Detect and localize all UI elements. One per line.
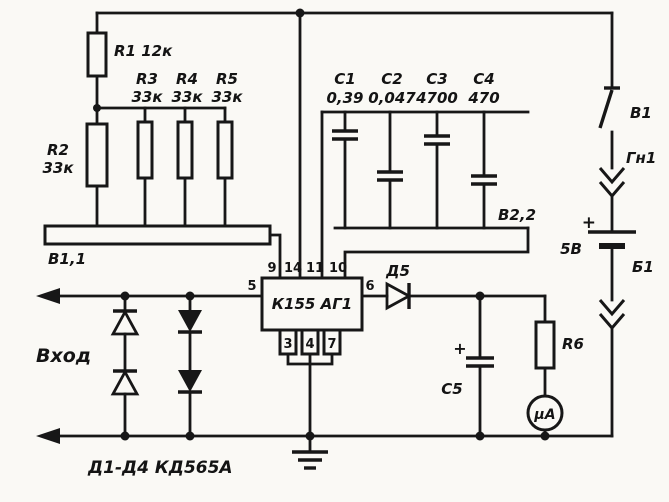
label-c5: С5 xyxy=(441,380,462,398)
junction-dot xyxy=(305,431,315,441)
label-r1: R1 12к xyxy=(114,42,173,60)
resistor-r5 xyxy=(216,120,234,180)
label-r4-value: 33к xyxy=(171,88,203,106)
label-r4-name: R4 xyxy=(176,70,198,88)
arrow-input-top xyxy=(36,288,60,304)
wire-b11-to-pin9 xyxy=(268,233,282,280)
label-c5-plus: + xyxy=(453,339,466,358)
diode-d2 xyxy=(110,369,140,396)
diode-d1 xyxy=(110,309,140,336)
label-pin5: 5 xyxy=(247,279,256,294)
label-meter: μА xyxy=(533,407,555,423)
label-b22: В2,2 xyxy=(498,206,536,224)
diode-d3 xyxy=(178,310,202,332)
capacitor-c1 xyxy=(332,129,358,141)
ic-pin3-box xyxy=(278,328,298,356)
label-pin14: 14 xyxy=(284,261,302,276)
junction-dot xyxy=(120,431,130,441)
capacitors xyxy=(332,129,497,368)
wire-b22-to-pin10 xyxy=(343,226,530,280)
label-input: Вход xyxy=(36,345,91,367)
diode-d4 xyxy=(178,370,202,392)
resistor-r6 xyxy=(534,320,556,370)
label-b11: В1,1 xyxy=(48,250,86,268)
label-r5-name: R5 xyxy=(216,70,238,88)
jack-lower-chevron-1 xyxy=(598,299,626,317)
label-gn1: Гн1 xyxy=(626,149,656,167)
label-c1-value: 0,39 xyxy=(326,89,363,107)
label-r6: R6 xyxy=(562,335,584,353)
junction-dot xyxy=(540,431,550,441)
label-r3-value: 33к xyxy=(131,88,163,106)
jack-gn1 xyxy=(598,167,626,199)
junction-dot xyxy=(295,8,305,18)
resistor-r2 xyxy=(85,122,109,188)
capacitor-c3 xyxy=(424,134,450,146)
label-c2-value: 0,047 xyxy=(368,89,416,107)
label-pin7: 7 xyxy=(327,337,336,352)
switch-b1-blade xyxy=(598,89,614,129)
diode-d5 xyxy=(385,281,412,311)
resistors xyxy=(85,31,556,370)
junction-dot xyxy=(185,291,195,301)
protection-diodes xyxy=(110,309,202,396)
resistor-r3 xyxy=(136,120,154,180)
capacitor-c4 xyxy=(471,174,497,186)
label-r3-name: R3 xyxy=(136,70,158,88)
diode-d5-group xyxy=(385,281,412,311)
ic-pin7-box xyxy=(322,328,342,356)
label-r2-value: 33к xyxy=(42,159,74,177)
resistor-r1 xyxy=(86,31,108,78)
switch-b1 xyxy=(598,86,620,129)
label-pin6: 6 xyxy=(365,279,374,294)
jack-gn1-chevron-2 xyxy=(598,181,626,199)
jack-lower-chevron-2 xyxy=(598,313,626,331)
label-pin3: 3 xyxy=(283,337,292,352)
label-b1-switch: В1 xyxy=(630,104,652,122)
label-pin4: 4 xyxy=(305,337,314,352)
wires xyxy=(43,11,614,454)
junction-dot xyxy=(120,291,130,301)
label-battery-plus: + xyxy=(582,213,596,233)
label-pin9: 9 xyxy=(267,261,276,276)
resistor-r4 xyxy=(176,120,194,180)
label-battery-voltage: 5В xyxy=(560,240,582,258)
labels: R1 12к R3 33к R4 33к R5 33к R2 33к С1 0,… xyxy=(36,42,656,478)
label-r5-value: 33к xyxy=(211,88,243,106)
label-battery-name: Б1 xyxy=(632,258,654,276)
label-c3-name: С3 xyxy=(426,70,447,88)
label-c3-value: 4700 xyxy=(415,89,458,107)
label-diode-note: Д1-Д4 КД565А xyxy=(87,458,233,478)
label-c2-name: С2 xyxy=(381,70,402,88)
capacitor-c2 xyxy=(377,170,403,182)
label-ic: К155 АГ1 xyxy=(272,295,352,313)
wire-r-bottoms xyxy=(95,176,227,228)
ammeter xyxy=(526,394,564,432)
battery-b1 xyxy=(588,230,636,249)
label-r2-name: R2 xyxy=(47,141,69,159)
label-pin10: 10 xyxy=(329,261,347,276)
jack-lower xyxy=(598,299,626,331)
label-c4-value: 470 xyxy=(467,89,499,107)
label-pin11: 11 xyxy=(306,261,324,276)
junction-dot xyxy=(93,104,101,112)
label-c1-name: С1 xyxy=(334,70,355,88)
junction-dot xyxy=(475,431,485,441)
ic-pin4-box xyxy=(300,328,320,356)
junction-dot xyxy=(185,431,195,441)
arrow-input-bottom xyxy=(36,428,60,444)
jack-gn1-chevron-1 xyxy=(598,167,626,185)
switch-wafer-b11 xyxy=(43,224,272,246)
wire-r345-tops xyxy=(143,106,227,124)
ground-symbol xyxy=(292,450,328,470)
wire-ic-ground xyxy=(286,352,334,454)
label-d5: Д5 xyxy=(385,262,410,280)
label-c4-name: С4 xyxy=(473,70,494,88)
junction-dot xyxy=(475,291,485,301)
ic-k155ag1 xyxy=(260,276,364,356)
capacitor-c5 xyxy=(466,356,494,368)
junction-dots xyxy=(93,8,550,441)
